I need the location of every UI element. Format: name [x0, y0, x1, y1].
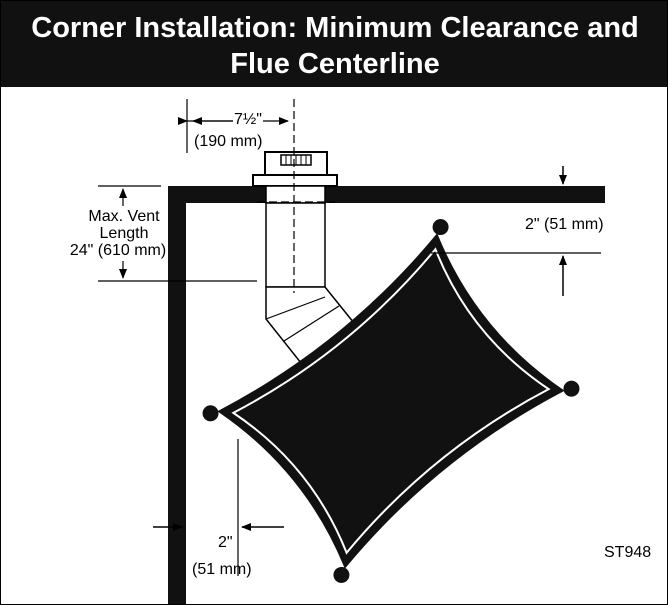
- flue-offset-metric-label: (190 mm): [194, 133, 262, 150]
- vent-cap: [252, 151, 338, 187]
- vent-length-label-3: 24" (610 mm): [70, 242, 166, 259]
- flue-offset-label: 7½": [234, 111, 262, 128]
- top-clearance-label: 2" (51 mm): [525, 216, 604, 233]
- vent-length-dimension: [98, 185, 257, 282]
- left-clearance-label-1: 2": [218, 534, 233, 551]
- top-clearance-dimension: [431, 166, 601, 296]
- left-clearance-dimension: [153, 439, 284, 576]
- side-wall: [168, 186, 186, 604]
- flue-offset-dimension: [178, 99, 289, 153]
- figure-code: ST948: [604, 544, 651, 561]
- vent-pipe: [265, 185, 356, 365]
- stove-body: [202, 219, 580, 583]
- title-line-1: Corner Installation: Minimum Clearance a…: [31, 12, 639, 44]
- left-clearance-label-2: (51 mm): [192, 561, 252, 578]
- title-bar: Corner Installation: Minimum Clearance a…: [1, 1, 667, 87]
- back-wall: [168, 186, 605, 203]
- vent-length-label-1: Max. Vent: [88, 208, 160, 225]
- vent-length-label-2: Length: [100, 225, 149, 242]
- title-line-2: Flue Centerline: [230, 48, 440, 80]
